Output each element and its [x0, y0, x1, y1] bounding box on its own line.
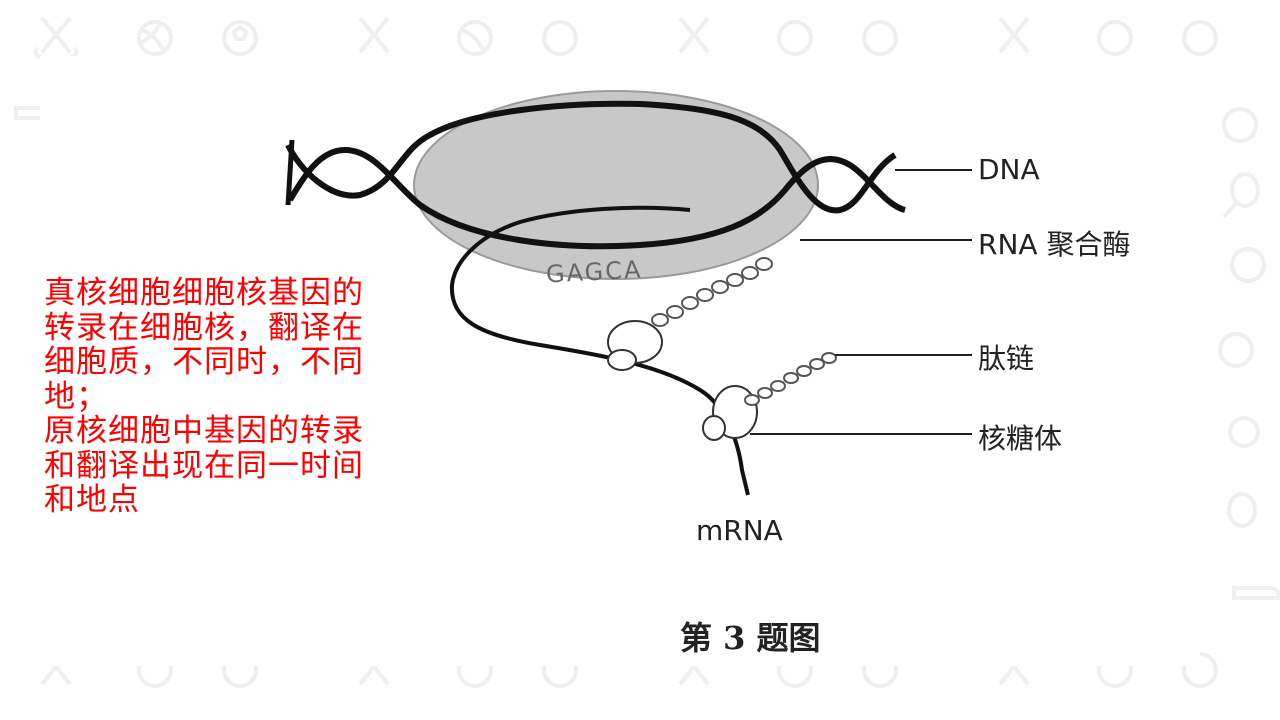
- explanation-note: 真核细胞细胞核基因的转录在细胞核，翻译在细胞质，不同时，不同地； 原核细胞中基因…: [44, 276, 394, 518]
- soccer-ball-icon: [542, 20, 578, 56]
- hockey-sticks-icon: [33, 16, 79, 60]
- hockey-sticks-icon: [358, 16, 390, 54]
- hockey-sticks-icon: [998, 16, 1030, 54]
- ribosome-1: [607, 320, 663, 371]
- peptide-chain-2: [744, 352, 837, 406]
- ribosome-label: 核糖体: [978, 422, 1063, 455]
- note-prokaryote: 原核细胞中基因的转录和翻译出现在同一时间和地点: [44, 413, 364, 518]
- volleyball-icon: [777, 20, 813, 56]
- volleyball-icon: [1097, 20, 1133, 56]
- rna-polymerase-label: RNA 聚合酶: [978, 228, 1131, 261]
- volleyball-icon: [1218, 332, 1254, 368]
- soccer-ball-icon: [1230, 247, 1266, 283]
- soccer-ball-icon: [1182, 652, 1218, 688]
- volleyball-icon: [457, 20, 493, 56]
- basketball-icon: [1222, 107, 1258, 143]
- note-eukaryote: 真核细胞细胞核基因的转录在细胞核，翻译在细胞质，不同时，不同地；: [44, 275, 364, 415]
- soccer-ball-icon: [222, 20, 258, 56]
- volleyball-icon: [137, 20, 173, 56]
- peptide-chain-1: [651, 257, 773, 327]
- dna-left-end: [285, 139, 295, 206]
- mrna-strand: [449, 205, 750, 496]
- mrna-label: mRNA: [696, 514, 783, 547]
- soccer-ball-icon: [862, 20, 898, 56]
- dna-strand-2: [287, 146, 906, 250]
- peptide-chain-label: 肽链: [978, 342, 1035, 375]
- hockey-sticks-icon: [678, 16, 710, 54]
- ribosome-2: [702, 385, 758, 441]
- tennis-racket-icon: [1222, 172, 1260, 219]
- sequence-label: GAGCA: [545, 255, 644, 289]
- dna-strand-1: [285, 100, 897, 214]
- dna-label: DNA: [978, 153, 1040, 186]
- figure-caption: 第 3 题图: [680, 619, 821, 657]
- tennis-ball-icon: [1228, 416, 1260, 448]
- tennis-racket-icon: [1227, 492, 1257, 528]
- soccer-ball-icon: [1182, 20, 1218, 56]
